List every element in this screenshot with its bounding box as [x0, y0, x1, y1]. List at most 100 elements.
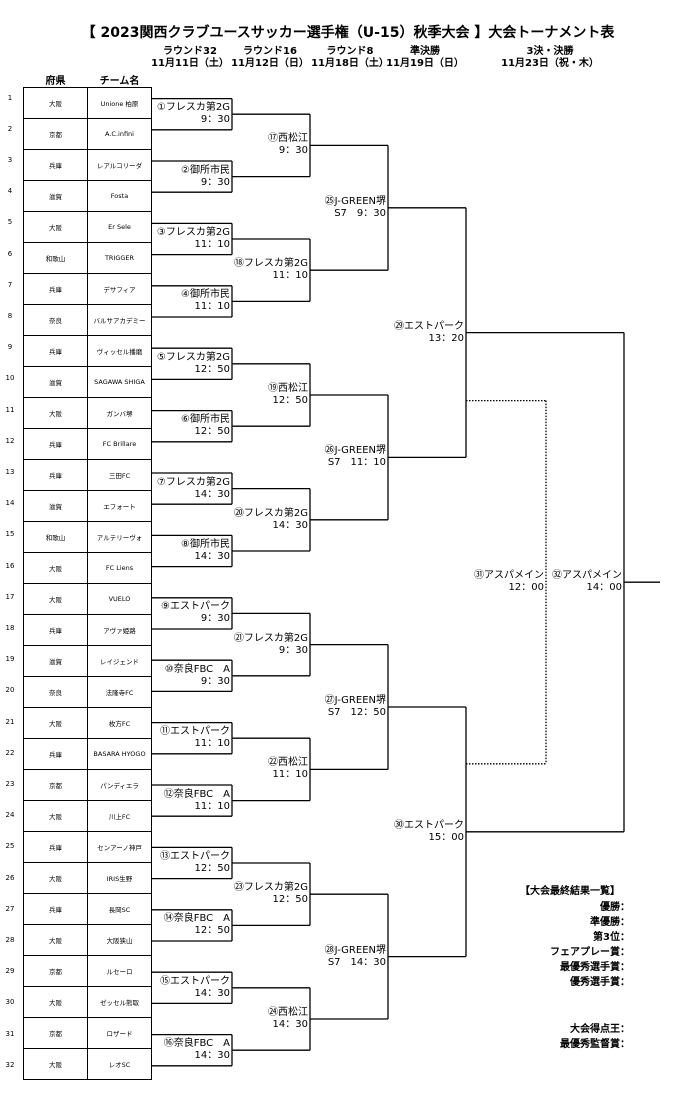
result-item: 第3位：	[593, 932, 630, 943]
match-time: 12：50	[194, 925, 230, 937]
team-name: SAGAWA SHIGA	[87, 366, 152, 398]
match-venue: ⑤フレスカ第2G	[156, 351, 230, 363]
match-venue: ㉜アスパメイン	[552, 570, 622, 582]
team-pref: 滋賀	[23, 645, 88, 677]
match-time: 11：10	[194, 301, 230, 313]
seed-number: 4	[7, 187, 13, 196]
team-pref: 兵庫	[23, 831, 88, 863]
match-venue: ㉗J-GREEN堺	[324, 695, 386, 706]
match-time: 12：50	[194, 863, 230, 874]
table-row: 兵庫ヴィッセル播磨	[23, 335, 152, 367]
match-venue: ⑦フレスカ第2G	[156, 476, 230, 488]
match-venue: ⑫奈良FBC A	[163, 788, 230, 800]
match-venue: ⑨エストパーク	[161, 601, 230, 613]
match-time: 11：10	[194, 239, 230, 250]
seed-number: 14	[5, 499, 15, 508]
seed-number: 24	[5, 811, 15, 820]
table-row: 大阪ゼッセル熊取	[23, 986, 152, 1018]
table-row: 兵庫デサフィア	[23, 273, 152, 305]
match-venue: ㉘J-GREEN堺	[324, 944, 386, 956]
result-item: フェアプレー賞：	[550, 947, 630, 958]
result-item: 最優秀選手賞：	[560, 962, 630, 973]
results-panel: 【大会最終結果一覧】 優勝：準優勝：第3位：フェアプレー賞：最優秀選手賞：優秀選…	[520, 882, 630, 1052]
table-row: 兵庫センアーノ神戸	[23, 831, 152, 863]
match-venue: ④御所市民	[181, 289, 230, 301]
round-date: 11月12日（日）	[231, 58, 309, 69]
team-pref: 滋賀	[23, 366, 88, 398]
seed-number: 8	[7, 312, 13, 320]
team-pref: 大阪	[23, 862, 88, 894]
match-venue: ⑳フレスカ第2G	[233, 507, 308, 519]
result-item: 準優勝：	[590, 917, 630, 928]
result-item: 大会得点王：	[570, 1024, 630, 1035]
seed-number: 32	[5, 1060, 15, 1069]
match-venue: ㉓フレスカ第2G	[233, 882, 308, 894]
team-pref: 大阪	[23, 986, 88, 1018]
table-row: 京都パンディエラ	[23, 769, 152, 801]
match-time: S7 14：30	[327, 956, 386, 968]
match-venue: ㉑フレスカ第2G	[233, 632, 308, 644]
match-time: 13：20	[428, 332, 464, 344]
round-name: ラウンド8	[326, 46, 374, 57]
table-row: 大阪枚方FC	[23, 707, 152, 739]
match-venue: ①フレスカ第2G	[156, 102, 230, 114]
round-date: 11月18日（土）	[311, 58, 389, 69]
match-time: 9：30	[278, 145, 308, 157]
round-name: 3決・決勝	[526, 46, 574, 57]
table-row: 滋賀レイジェンド	[23, 645, 152, 677]
seed-number: 30	[5, 998, 15, 1007]
team-pref: 兵庫	[23, 893, 88, 925]
match-time: 9：30	[200, 176, 230, 188]
match-venue: ㉔西松江	[268, 1007, 308, 1018]
team-pref: 和歌山	[23, 242, 88, 274]
team-name: ルセーロ	[87, 955, 152, 987]
match-time: 9：30	[278, 644, 308, 656]
seed-number: 28	[5, 936, 15, 944]
seed-number: 16	[5, 561, 15, 570]
match-venue: ⑰西松江	[268, 133, 308, 145]
team-name: レオSC	[87, 1048, 152, 1080]
seed-number: 1	[7, 93, 13, 102]
result-item: 優秀選手賞：	[570, 977, 630, 988]
team-pref: 大阪	[23, 87, 88, 119]
round-name: 準決勝	[410, 46, 440, 57]
team-name: バルサアカデミー	[87, 304, 152, 336]
team-name: IRIS生野	[87, 862, 152, 894]
seed-number: 15	[5, 530, 15, 539]
match-time: 11：10	[272, 270, 308, 282]
result-item: 優勝：	[600, 902, 630, 913]
match-time: 14：30	[194, 488, 230, 500]
seed-number: 23	[5, 780, 15, 788]
table-row: 兵庫アヴァ姫路	[23, 614, 152, 646]
match-time: 11：10	[194, 800, 230, 812]
table-row: 奈良法隆寺FC	[23, 676, 152, 708]
match-venue: ②御所市民	[181, 164, 230, 176]
team-name: FC Brillare	[87, 428, 152, 460]
